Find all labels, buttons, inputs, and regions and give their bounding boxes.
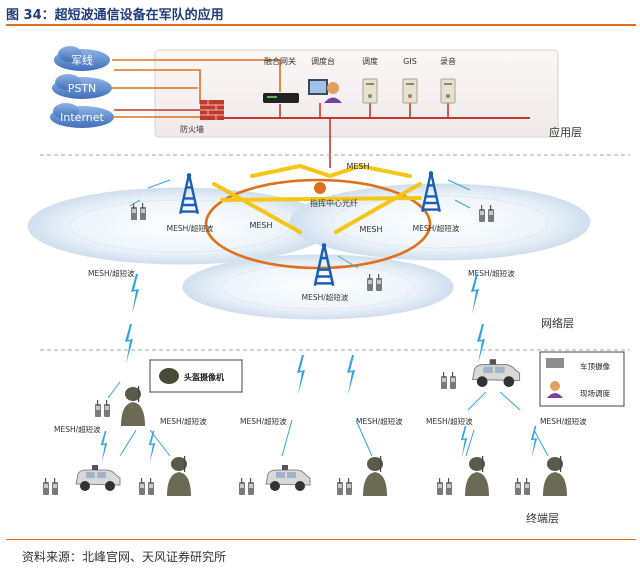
figure-title: 图 34：超短波通信设备在军队的应用 — [6, 8, 224, 23]
vehicle-center — [265, 464, 311, 492]
soldier-right-2 — [543, 456, 567, 496]
layer-label-network: 网络层 — [541, 316, 574, 330]
link-label-right-1: MESH/超短波 — [426, 416, 473, 426]
link-label-right-2: MESH/超短波 — [540, 416, 587, 426]
gateway-label: 融合网关 — [264, 56, 296, 66]
gis-server-icon — [402, 78, 418, 104]
soldier-center — [363, 456, 387, 496]
link-label-right: MESH/超短波 — [468, 268, 515, 278]
dispatch-console-label: 调度台 — [311, 56, 335, 66]
vehicle-camera-label: 车顶摄像 — [580, 361, 610, 371]
app-layer-panel — [154, 49, 559, 138]
soldier-right-1 — [465, 456, 489, 496]
link-label-left-squad-2: MESH/超短波 — [160, 416, 207, 426]
link-label-left-squad: MESH/超短波 — [54, 424, 101, 434]
gateway-icon — [263, 93, 299, 103]
recording-server-icon — [440, 78, 456, 104]
link-label-center-1: MESH/超短波 — [240, 416, 287, 426]
helmet-camera-icon — [159, 368, 179, 384]
gis-server-label: GIS — [403, 57, 417, 66]
field-dispatch-label: 现场调度 — [580, 388, 610, 398]
cloud-links — [112, 59, 281, 118]
soldier-left-leader — [121, 386, 145, 426]
mesh-label-right: MESH — [359, 225, 382, 234]
cloud-label-pstn: PSTN — [68, 82, 97, 95]
dispatch-server-label: 调度 — [362, 56, 378, 66]
vehicle-camera-icon — [546, 358, 564, 368]
firewall-label: 防火墙 — [180, 124, 204, 134]
cloud-pstn: PSTN — [52, 74, 112, 99]
vehicle-command — [472, 358, 521, 388]
command-center-label: 指挥中心光纤 — [310, 198, 358, 208]
dispatch-server-icon — [362, 78, 378, 104]
cloud-label-internet: Internet — [60, 111, 104, 124]
link-label-left: MESH/超短波 — [88, 268, 135, 278]
cloud-internet: Internet — [50, 103, 114, 128]
mesh-links — [212, 163, 422, 234]
firewall-icon — [200, 100, 224, 120]
field-dispatch-icon — [550, 381, 560, 391]
mesh-label-left: MESH — [249, 221, 272, 230]
recording-server-label: 录音 — [440, 56, 456, 66]
helmet-camera-label: 头盔摄像机 — [184, 372, 224, 382]
layer-label-application: 应用层 — [549, 125, 582, 139]
soldier-left — [167, 456, 191, 496]
title-rule — [6, 24, 636, 26]
tower-left-label: MESH/超短波 — [167, 223, 214, 233]
link-label-center-2: MESH/超短波 — [356, 416, 403, 426]
mesh-label-top: MESH — [346, 162, 369, 171]
layer-label-terminal: 终端层 — [526, 511, 559, 525]
source-note: 资料来源：北峰官网、天风证券研究所 — [22, 550, 227, 564]
vehicle-left — [75, 464, 121, 492]
cloud-military-line: 军线 — [54, 46, 110, 71]
coverage-right — [289, 183, 591, 261]
dispatch-console-icon — [308, 79, 342, 103]
cloud-label-military: 军线 — [71, 53, 93, 67]
command-center-icon — [314, 182, 326, 194]
tower-right-label: MESH/超短波 — [413, 223, 460, 233]
tower-center-label: MESH/超短波 — [302, 292, 349, 302]
footer-rule — [6, 539, 636, 540]
